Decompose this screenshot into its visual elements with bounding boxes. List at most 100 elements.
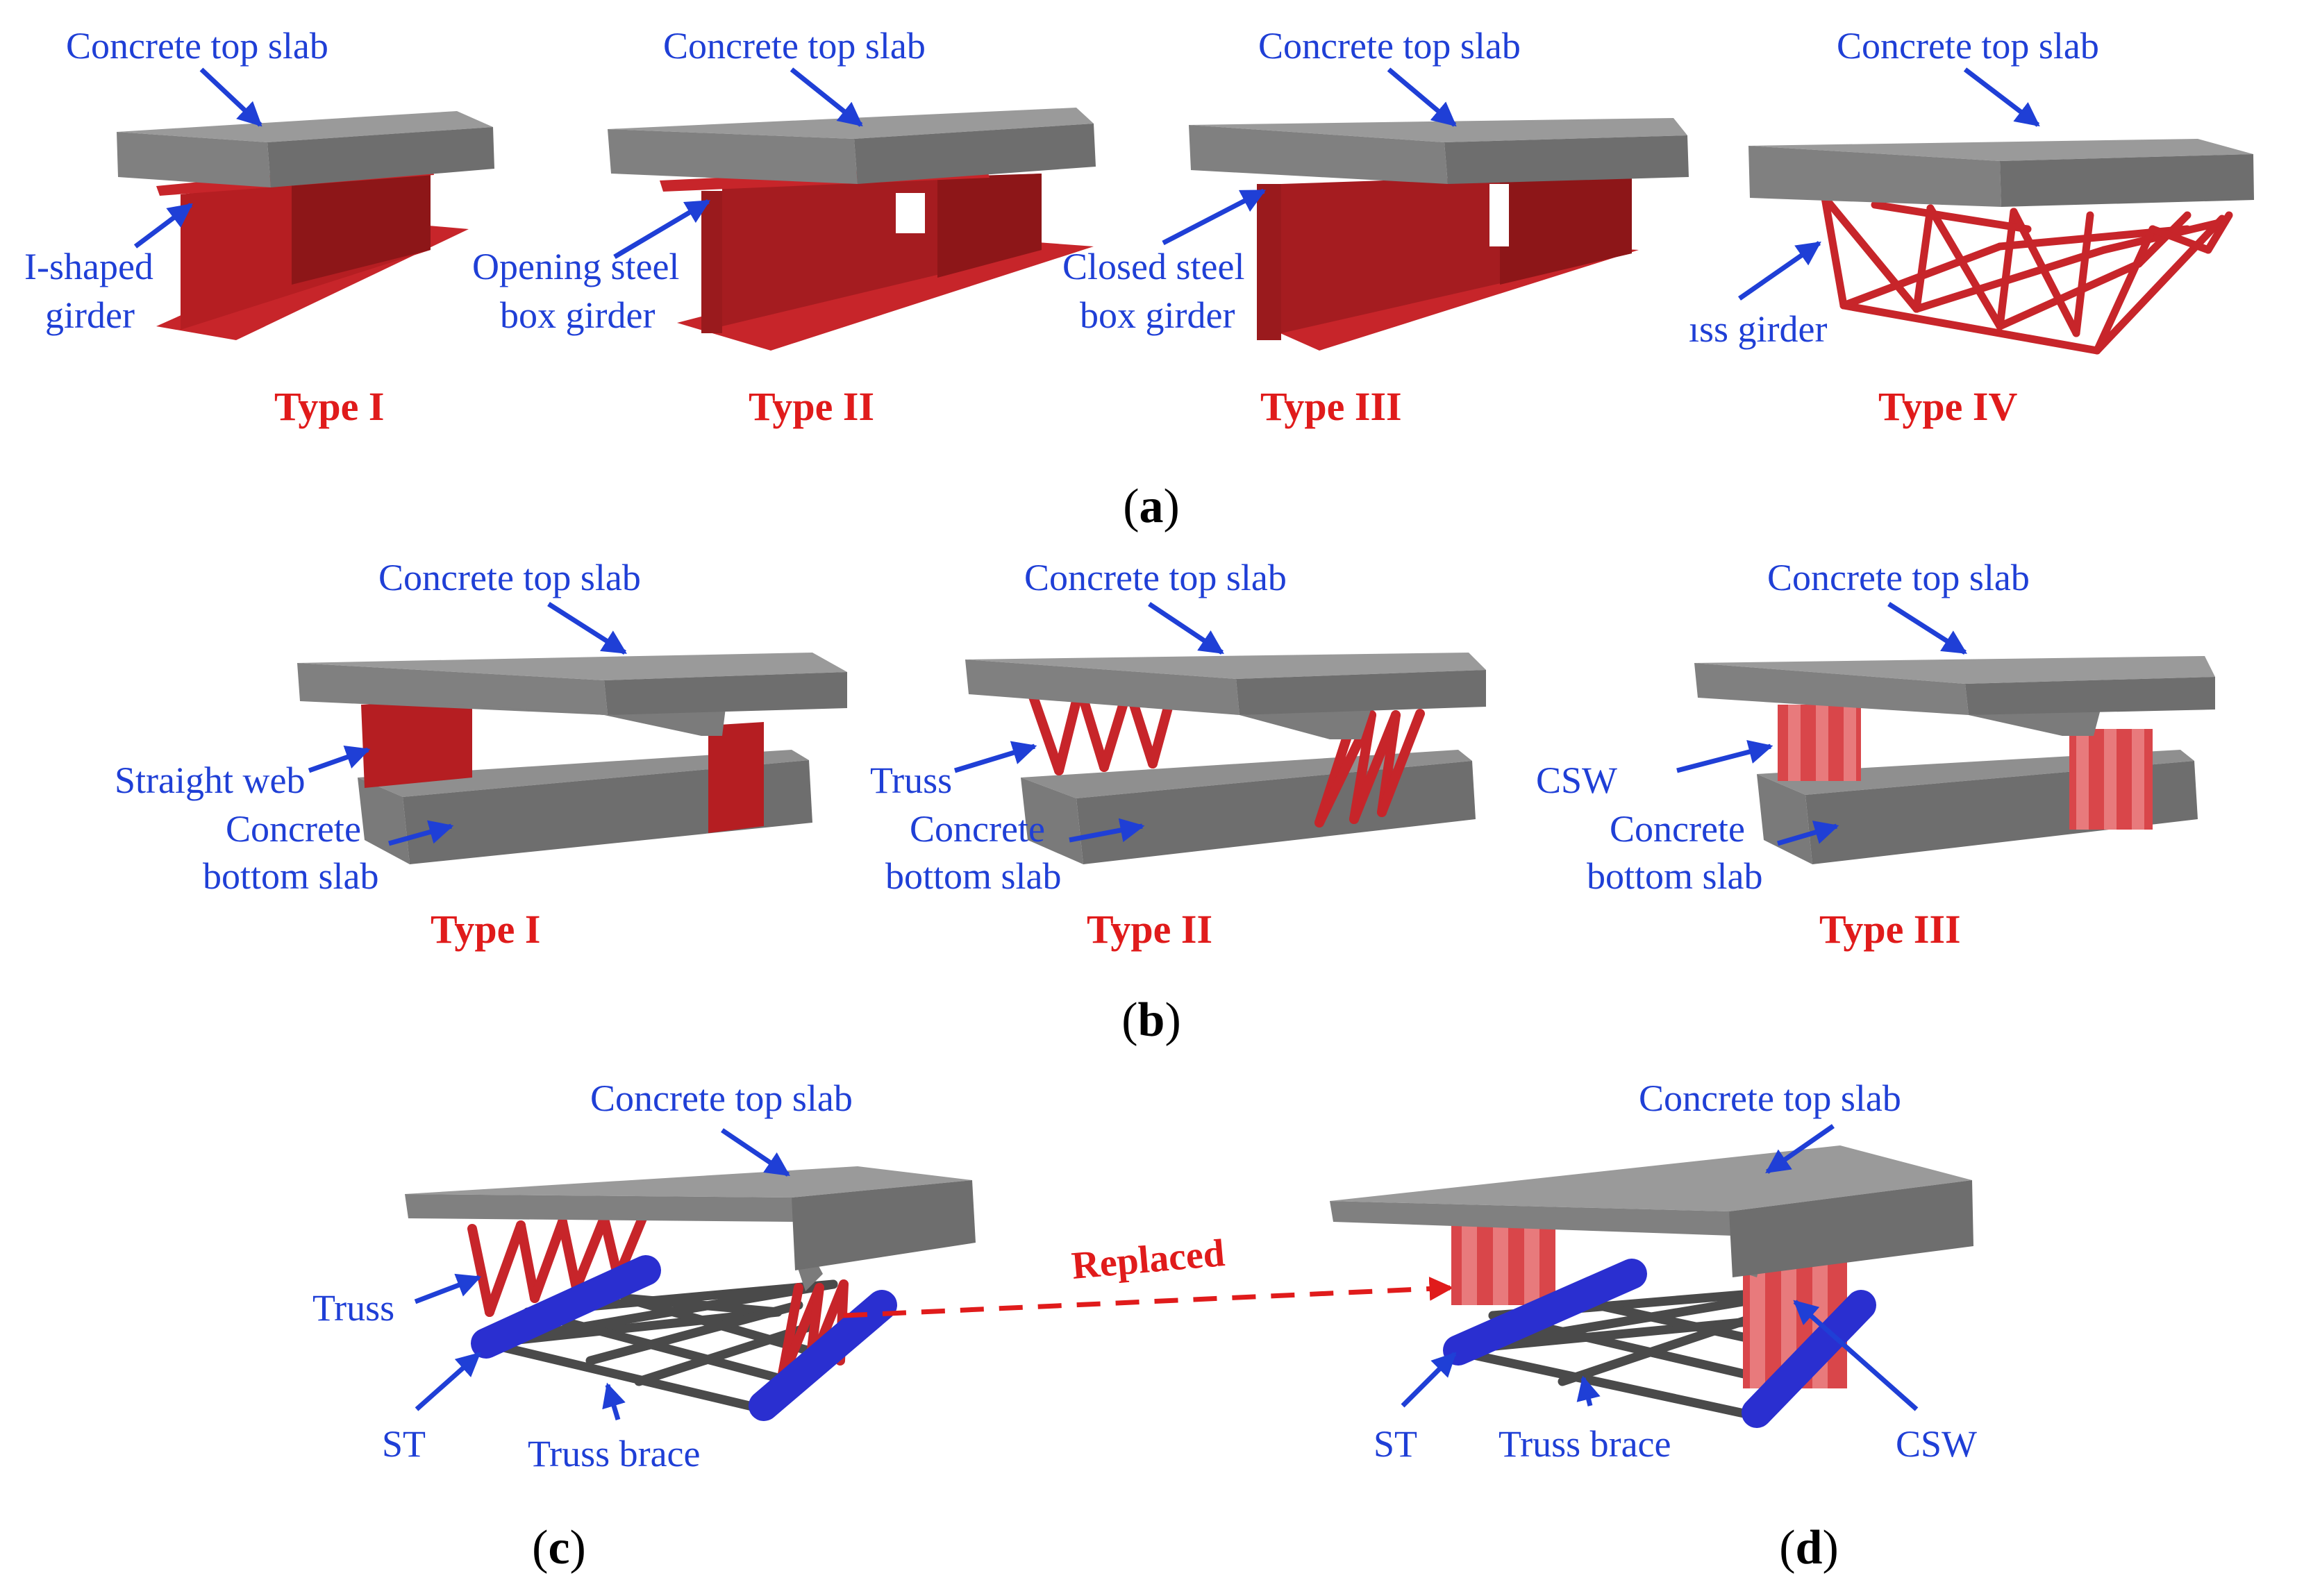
b3-type-label: Type III (1819, 907, 1961, 952)
bottom-slab-side-face (1757, 774, 1812, 864)
closed-box-right-web (1500, 172, 1632, 285)
top-slab-top-face (117, 111, 493, 142)
d-brace-label: Truss brace (1499, 1423, 1671, 1465)
arrow-b1-top (547, 602, 627, 655)
arrow-a4-top (1963, 67, 2040, 127)
arrow-a2-girder (613, 199, 711, 260)
arrow-c-top (721, 1128, 790, 1177)
a1-top-slab-label: Concrete top slab (66, 25, 328, 67)
straight-web-right (708, 722, 764, 833)
box-girder-bottom-flange (677, 240, 1094, 351)
top-slab-front-face (1330, 1201, 1733, 1236)
b2-web-label: Truss (870, 759, 952, 801)
d-csw-label: CSW (1896, 1423, 1977, 1465)
arrow-c-truss (414, 1273, 482, 1304)
arrow-a3-girder (1162, 188, 1267, 246)
top-slab-top-face (297, 653, 847, 680)
top-slab-side-face (604, 672, 847, 715)
top-slab-haunch (1076, 691, 1371, 739)
truss-members (1821, 194, 2233, 355)
top-slab-front-face (117, 132, 271, 187)
arrow-b2-top (1148, 602, 1224, 655)
panel-a-labels: Concrete top slab I-shaped girder Type I… (24, 25, 2099, 429)
b2-bottom-label-line1: Concrete (910, 808, 1045, 850)
arrow-d-st (1401, 1352, 1457, 1408)
arrow-c-st (415, 1352, 481, 1411)
panel-c: Concrete top slab Truss ST Truss brace (… (312, 1077, 976, 1574)
top-slab-front-face (1694, 663, 1969, 715)
arrow-b1-bottom (388, 820, 454, 846)
steel-tube-right (749, 1290, 897, 1421)
top-slab-front-face (1748, 146, 2001, 207)
b1-top-slab-label: Concrete top slab (378, 557, 641, 598)
a4-top-slab-label: Concrete top slab (1837, 25, 2099, 67)
panel-d: Concrete top slab ST Truss brace CSW (d) (1330, 1077, 1977, 1574)
panel-c-arrows (414, 1128, 790, 1421)
panel-a-type-3-model (1189, 118, 1689, 351)
i-girder-web-shadow (292, 167, 431, 285)
arrow-a2-top (790, 67, 863, 127)
arrow-d-csw (1793, 1300, 1919, 1411)
c-brace-label: Truss brace (528, 1433, 700, 1475)
d-top-slab-label: Concrete top slab (1639, 1077, 1901, 1119)
caption-d: (d) (1779, 1521, 1839, 1574)
bottom-slab-front-face (1076, 761, 1476, 864)
a3-girder-label-line1: Closed steel (1062, 246, 1244, 287)
bottom-slab-top-face (358, 750, 809, 797)
arrow-b3-bottom (1777, 821, 1839, 846)
csw-right (2069, 729, 2153, 830)
b3-bottom-label-line1: Concrete (1610, 808, 1745, 850)
closed-box-slot (1489, 184, 1509, 246)
a2-top-slab-label: Concrete top slab (663, 25, 926, 67)
panel-b-type-3-model (1694, 656, 2215, 864)
top-slab-top-face (1694, 656, 2215, 684)
top-slab-front-face (1189, 125, 1448, 184)
arrow-b3-web (1676, 739, 1773, 773)
top-slab-front-face (608, 129, 858, 184)
top-slab-top-face (1748, 139, 2253, 161)
panel-b-labels: Concrete top slab Straight web Concrete … (115, 557, 2030, 952)
panel-b-type-1-model (297, 653, 847, 864)
panel-b-arrows (308, 602, 1967, 846)
a2-girder-label-line1: Opening steel (472, 246, 679, 287)
b1-bottom-label-line1: Concrete (226, 808, 361, 850)
b2-type-label: Type II (1087, 907, 1212, 952)
top-slab-top-face (405, 1166, 972, 1198)
top-slab-side-face (854, 124, 1096, 184)
top-slab-front-face (405, 1194, 795, 1222)
panel-a-type-1-model (117, 111, 494, 340)
arrow-d-top (1765, 1124, 1835, 1174)
a4-girder-label: ıss girder (1689, 308, 1827, 350)
caption-a: (a) (1123, 480, 1180, 533)
panel-b: Concrete top slab Straight web Concrete … (115, 557, 2215, 1047)
top-slab-side-face (1965, 677, 2215, 715)
replaced-label: Replaced (1070, 1232, 1226, 1288)
arrow-c-brace (602, 1382, 626, 1421)
box-girder-right-web (937, 174, 1042, 278)
arrow-b2-bottom (1069, 818, 1145, 843)
b2-top-slab-label: Concrete top slab (1024, 557, 1287, 598)
panel-a: Concrete top slab I-shaped girder Type I… (24, 25, 2254, 533)
panel-a-type-4-model (1748, 139, 2254, 355)
arrow-a4-girder (1738, 241, 1821, 301)
top-slab-side-face (1236, 670, 1486, 715)
a1-girder-label-line1: I-shaped (24, 246, 153, 287)
top-slab-front-face (965, 660, 1239, 715)
box-girder-left-web (701, 191, 722, 333)
b3-bottom-label-line2: bottom slab (1587, 855, 1763, 897)
caption-b: (b) (1121, 993, 1181, 1047)
top-slab-side-face (792, 1180, 976, 1270)
a3-top-slab-label: Concrete top slab (1258, 25, 1521, 67)
csw-left (1778, 705, 1861, 781)
top-slab-top-face (1330, 1145, 1972, 1211)
b2-bottom-label-line2: bottom slab (885, 855, 1062, 897)
top-slab-side-face (2000, 154, 2254, 207)
d-steel-tube-left (1443, 1259, 1647, 1366)
d-csw-left (1451, 1222, 1555, 1305)
top-slab-front-face (297, 663, 608, 715)
b3-web-label: CSW (1536, 759, 1617, 801)
top-slab-side-face (1444, 135, 1689, 184)
arrow-a3-top (1387, 67, 1457, 127)
d-steel-tube-right (1742, 1290, 1876, 1428)
